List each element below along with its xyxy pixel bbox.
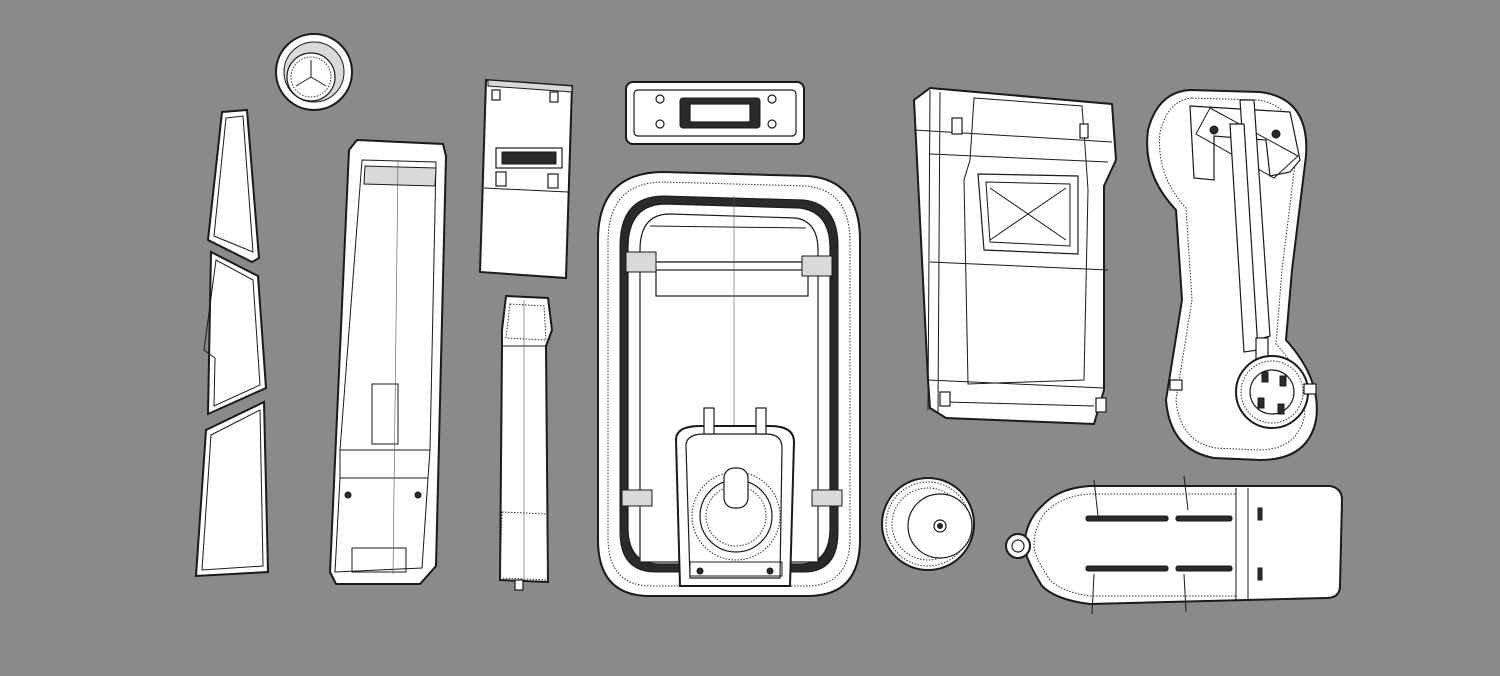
round-cap (275, 33, 353, 111)
round-gear-disc (881, 477, 975, 571)
long-tray (328, 138, 448, 585)
cylinder-grip (498, 294, 554, 591)
slotted-bar (625, 81, 805, 145)
capsule-tank (1005, 475, 1344, 615)
rounded-housing (1146, 88, 1318, 462)
panel-bottom (194, 400, 270, 578)
large-frame (597, 170, 861, 597)
panel-middle (203, 250, 268, 416)
armored-shell (912, 86, 1118, 426)
panel-top (206, 108, 261, 264)
mount-plate (478, 78, 574, 280)
